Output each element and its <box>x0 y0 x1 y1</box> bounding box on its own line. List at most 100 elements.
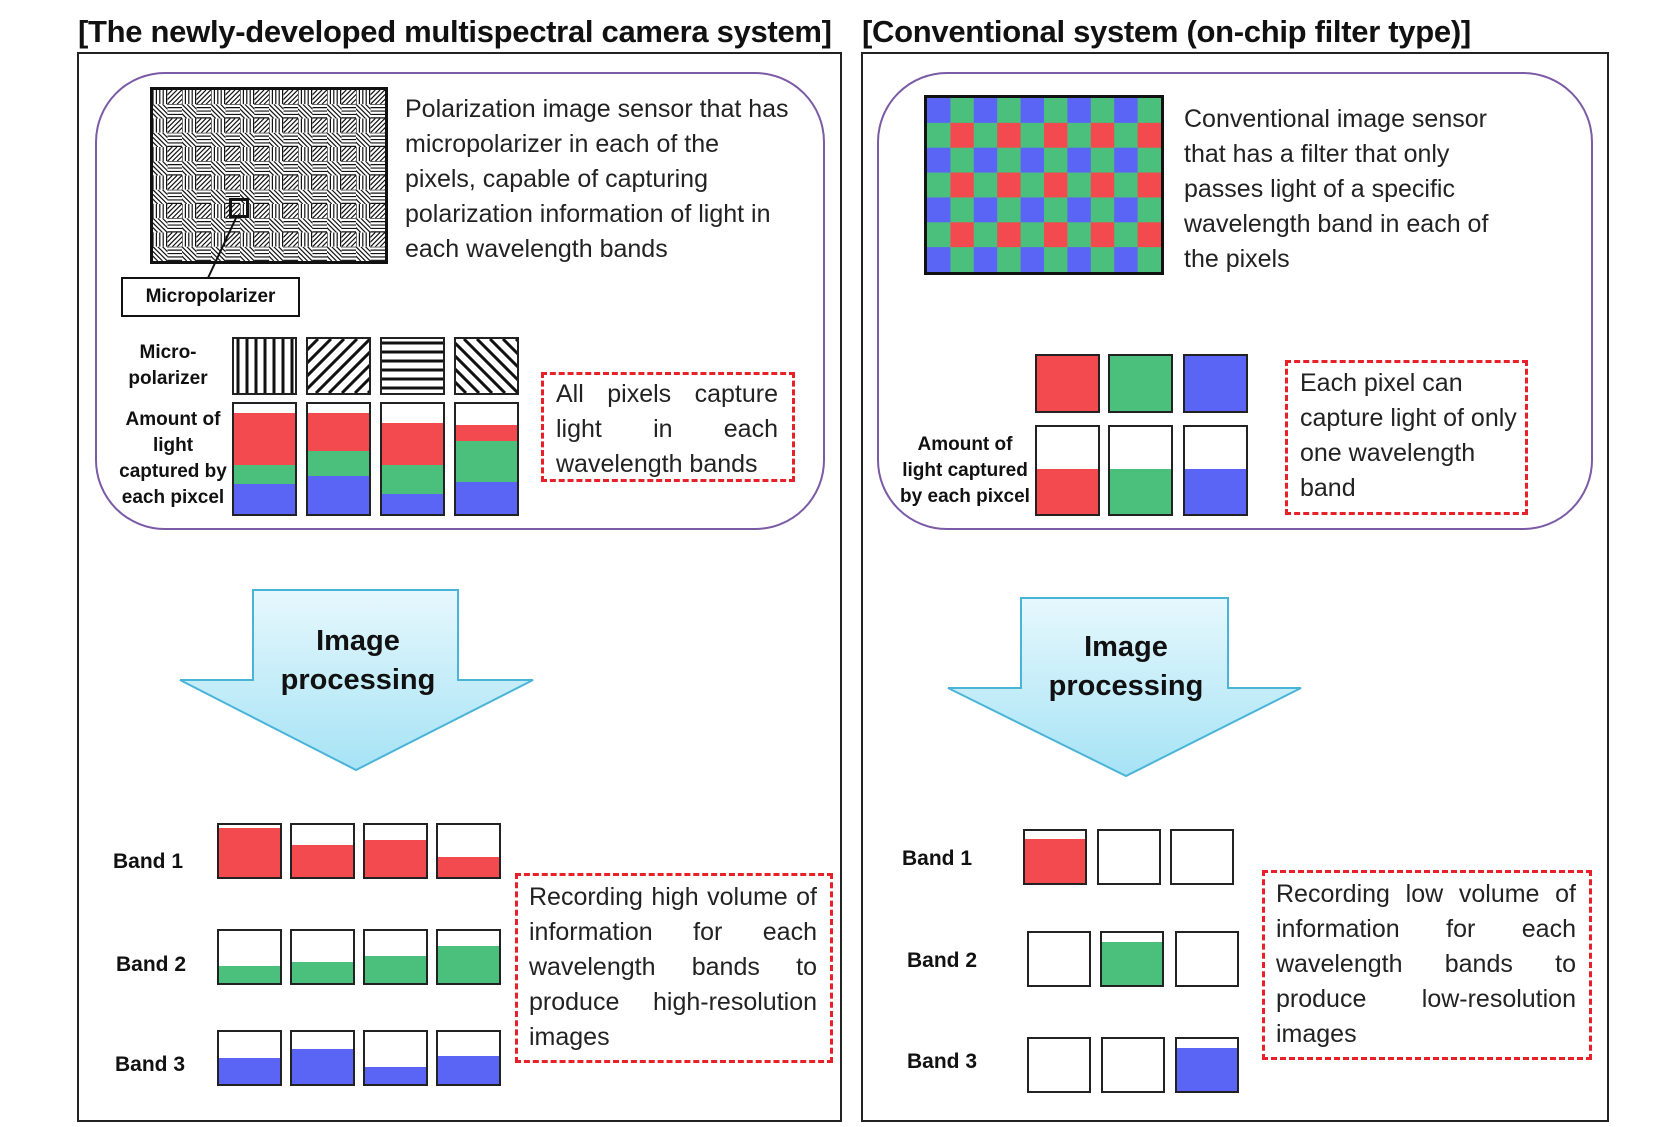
bayer-cell <box>1114 172 1139 198</box>
bayer-cell <box>1090 122 1115 149</box>
bayer-cell <box>950 147 975 174</box>
bayer-cell <box>927 147 951 174</box>
blue-amount <box>382 494 443 514</box>
bayer-cell <box>1067 247 1092 272</box>
red-filter <box>1035 354 1100 413</box>
bayer-cell <box>973 122 998 149</box>
right-result-note-box <box>1262 870 1592 1060</box>
bayer-cell <box>1067 197 1092 223</box>
bayer-cell <box>927 197 951 223</box>
left-all-pixels-note-box <box>541 372 795 482</box>
bayer-cell <box>1044 172 1068 198</box>
pixel-column <box>306 402 371 516</box>
bayer-cell <box>1067 147 1092 174</box>
red-amount <box>382 422 443 466</box>
left-band-2-label: Band 2 <box>116 953 187 976</box>
green-amount <box>308 450 369 477</box>
left-result-note-box <box>515 873 833 1063</box>
right-result-note: Recording low volume of information for … <box>1276 880 1576 1048</box>
right-amount-label: Amount of light captured by each pixcel <box>900 434 1030 507</box>
bayer-cell <box>1137 247 1161 272</box>
level-fill <box>438 1055 499 1084</box>
polarizer-vertical <box>232 337 297 395</box>
level-fill <box>292 844 353 877</box>
bayer-cell <box>927 247 951 272</box>
bayer-cell <box>1067 222 1092 248</box>
micro-polarizer-row-label: Micro- polarizer <box>128 342 208 389</box>
level-fill <box>219 827 280 877</box>
red-amount <box>234 412 295 466</box>
band-2-pixel <box>1027 931 1091 987</box>
blue-filter <box>1183 354 1248 413</box>
bayer-cell <box>1044 147 1068 174</box>
left-sensor-description: Polarization image sensor that has micro… <box>405 95 789 263</box>
bayer-cell <box>973 247 998 272</box>
bayer-cell <box>997 222 1022 248</box>
right-processing-arrow <box>947 597 1302 778</box>
bayer-cell <box>973 197 998 223</box>
bayer-cell <box>1090 147 1115 174</box>
pixel-column <box>1108 425 1173 516</box>
micropolarizer-label: Micropolarizer <box>121 277 300 317</box>
band-3-pixel <box>290 1030 355 1086</box>
band-1-pixel <box>1170 829 1234 885</box>
band-3-pixel <box>1101 1037 1165 1093</box>
band-2-pixel <box>1100 931 1164 987</box>
left-arrow-text: Image processing <box>280 625 436 696</box>
band-1-pixel <box>290 823 355 879</box>
left-amount-label: Amount of light captured by each pixcel <box>119 409 227 508</box>
bayer-cell <box>1137 147 1161 174</box>
right-sensor-description: Conventional image sensor that has a fil… <box>1184 105 1489 273</box>
left-band-1-label: Band 1 <box>113 850 184 873</box>
bayer-cell <box>1020 247 1045 272</box>
left-header: [The newly-developed multispectral camer… <box>78 14 832 49</box>
pixel-column <box>1183 425 1248 516</box>
band-2-pixel <box>217 929 282 985</box>
bayer-cell <box>950 122 975 149</box>
bayer-cell <box>973 147 998 174</box>
bayer-cell <box>1137 197 1161 223</box>
left-all-pixels-note: All pixels capture light in each wavelen… <box>556 380 778 478</box>
band-1-pixel <box>1023 829 1087 885</box>
band-2-pixel <box>290 929 355 985</box>
bayer-cell <box>1067 122 1092 149</box>
level-fill <box>365 955 426 983</box>
bayer-cell <box>1137 222 1161 248</box>
level-fill <box>219 1058 280 1084</box>
right-band-2-label: Band 2 <box>907 949 978 972</box>
band-1-pixel <box>436 823 501 879</box>
red-amount <box>308 412 369 451</box>
green-filter <box>1108 354 1173 413</box>
bayer-cell <box>1090 247 1115 272</box>
bayer-cell <box>1137 98 1161 124</box>
green-amount <box>1110 468 1171 514</box>
bayer-cell <box>1020 98 1045 124</box>
bayer-cell <box>1090 172 1115 198</box>
bayer-cell <box>997 122 1022 149</box>
bayer-cell <box>973 98 998 124</box>
bayer-cell <box>1137 122 1161 149</box>
bayer-cell <box>1114 98 1139 124</box>
bayer-cell <box>1114 247 1139 272</box>
bayer-cell <box>927 222 951 248</box>
right-arrow-text: Image processing <box>1048 631 1204 702</box>
band-3-pixel <box>1027 1037 1091 1093</box>
bayer-cell <box>1114 147 1139 174</box>
left-processing-arrow <box>179 589 534 772</box>
bayer-sensor-image <box>924 95 1164 275</box>
bayer-cell <box>1114 197 1139 223</box>
level-fill <box>292 962 353 983</box>
band-2-pixel <box>363 929 428 985</box>
pixel-column <box>232 402 297 516</box>
bayer-cell <box>1020 197 1045 223</box>
level-fill <box>1025 838 1085 883</box>
bayer-cell <box>950 98 975 124</box>
bayer-cell <box>1044 98 1068 124</box>
level-fill <box>365 839 426 877</box>
polarizer-horizontal <box>380 337 445 395</box>
polarization-sensor-image <box>150 87 388 264</box>
bayer-cell <box>1090 197 1115 223</box>
pixel-column <box>1035 425 1100 516</box>
micropolarizer-pointer <box>207 217 237 279</box>
level-fill <box>438 945 499 983</box>
